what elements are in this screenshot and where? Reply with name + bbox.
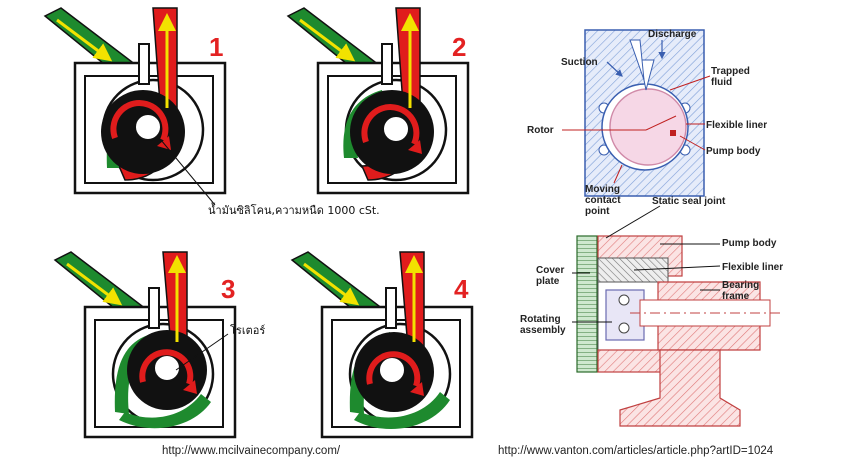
step-number-3: 3: [221, 274, 235, 304]
pump-step-2: 2: [286, 7, 470, 195]
label-suction: Suction: [561, 57, 598, 68]
step-number-4: 4: [454, 274, 469, 304]
pump-step-4: 4: [290, 251, 474, 439]
label-assembly-flexible-liner: Flexible liner: [722, 262, 783, 273]
label-assembly-pump-body: Pump body: [722, 238, 777, 249]
silicone-oil-leader: [160, 139, 216, 206]
label-rotor: Rotor: [527, 125, 554, 136]
rotor-note: โรเตอร์: [230, 323, 265, 337]
source-url-right: http://www.vanton.com/articles/article.p…: [498, 445, 774, 457]
step-number-2: 2: [452, 32, 466, 62]
label-discharge: Discharge: [648, 29, 697, 40]
silicone-oil-note: น้ำมันซิลิโคน,ความหนืด 1000 cSt.: [208, 202, 380, 217]
step-number-1: 1: [209, 32, 223, 62]
source-url-left: http://www.mcilvainecompany.com/: [162, 445, 341, 457]
pump-step-1: 1: [43, 7, 227, 195]
label-pump-body: Pump body: [706, 146, 761, 157]
pump-step-3: 3: [53, 251, 237, 439]
label-static-seal-joint: Static seal joint: [652, 196, 726, 207]
rotor-leader: [175, 333, 229, 371]
label-flexible-liner: Flexible liner: [706, 120, 767, 131]
